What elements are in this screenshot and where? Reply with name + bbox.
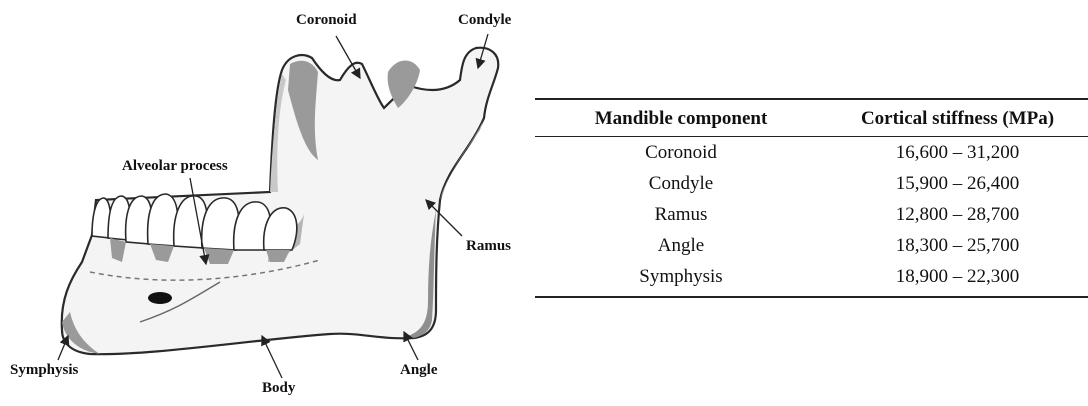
table-row: Coronoid 16,600 – 31,200 [535, 137, 1088, 169]
stiffness-cell: 18,900 – 22,300 [827, 261, 1088, 297]
label-ramus: Ramus [466, 238, 511, 255]
label-coronoid: Coronoid [296, 12, 357, 29]
component-cell: Ramus [535, 199, 827, 230]
table-header-row: Mandible component Cortical stiffness (M… [535, 99, 1088, 137]
stiffness-cell: 12,800 – 28,700 [827, 199, 1088, 230]
label-alveolar-process: Alveolar process [122, 158, 228, 175]
mandible-illustration [0, 0, 540, 401]
component-cell: Coronoid [535, 137, 827, 169]
table-row: Symphysis 18,900 – 22,300 [535, 261, 1088, 297]
component-cell: Symphysis [535, 261, 827, 297]
stiffness-cell: 18,300 – 25,700 [827, 230, 1088, 261]
table-row: Ramus 12,800 – 28,700 [535, 199, 1088, 230]
header-stiffness: Cortical stiffness (MPa) [827, 99, 1088, 137]
table-row: Condyle 15,900 – 26,400 [535, 168, 1088, 199]
label-body: Body [262, 380, 295, 397]
body-arrow [262, 336, 282, 378]
header-component: Mandible component [535, 99, 827, 137]
stiffness-cell: 16,600 – 31,200 [827, 137, 1088, 169]
label-condyle: Condyle [458, 12, 511, 29]
label-angle: Angle [400, 362, 438, 379]
mental-foramen [148, 292, 172, 304]
stiffness-table: Mandible component Cortical stiffness (M… [535, 98, 1088, 298]
label-symphysis: Symphysis [10, 362, 78, 379]
mandible-diagram: Coronoid Condyle Alveolar process Ramus … [0, 0, 540, 401]
component-cell: Condyle [535, 168, 827, 199]
component-cell: Angle [535, 230, 827, 261]
stiffness-cell: 15,900 – 26,400 [827, 168, 1088, 199]
table-row: Angle 18,300 – 25,700 [535, 230, 1088, 261]
